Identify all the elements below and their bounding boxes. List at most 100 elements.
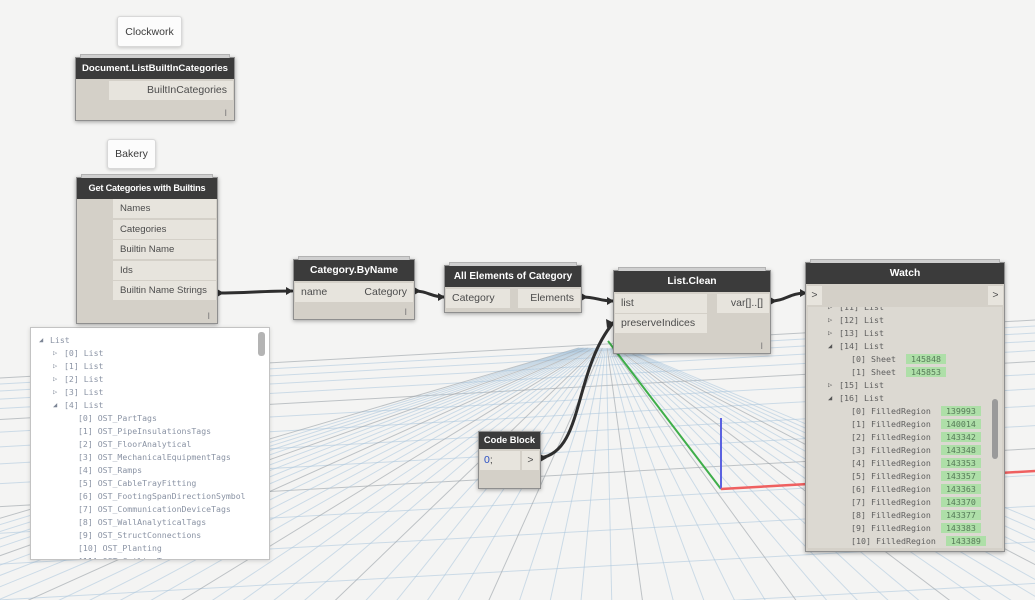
node-title[interactable]: All Elements of Category [445, 266, 581, 287]
watch-scrollbar-thumb[interactable] [992, 399, 998, 459]
list-item[interactable]: ▷[2] List [31, 373, 269, 386]
tree-collapsed-icon[interactable]: ▷ [53, 375, 58, 383]
list-item[interactable]: ▷[15] List [808, 379, 1002, 392]
list-item[interactable]: ▷[0] List [31, 347, 269, 360]
list-item[interactable]: [1] OST_PipeInsulationsTags [31, 425, 269, 438]
output-port-ids[interactable]: Ids [113, 260, 216, 280]
tree-collapsed-icon[interactable]: ▷ [53, 362, 58, 370]
node-document-listbuiltincategories[interactable]: Document.ListBuiltInCategories BuiltInCa… [75, 54, 235, 121]
list-item[interactable]: [5] OST_CableTrayFitting [31, 477, 269, 490]
list-item[interactable]: [8] OST_WallAnalyticalTags [31, 516, 269, 529]
input-port-name[interactable]: name [295, 282, 345, 302]
input-port-preserveindices[interactable]: preserveIndices [615, 314, 707, 333]
tree-expanded-icon[interactable]: ◢ [53, 401, 58, 409]
list-item[interactable]: ▷[3] List [31, 386, 269, 399]
node-code-block[interactable]: Code Block 0; > [478, 431, 541, 489]
output-port-names[interactable]: Names [113, 199, 216, 218]
tree-collapsed-icon[interactable]: ▷ [53, 388, 58, 396]
wire-elements-to-list[interactable] [579, 295, 615, 303]
preview-scrollbar-thumb[interactable] [258, 332, 265, 356]
node-title[interactable]: Code Block [479, 432, 540, 449]
node-title[interactable]: Document.ListBuiltInCategories [76, 58, 234, 79]
node-title[interactable]: Category.ByName [294, 260, 414, 281]
preview-bubble[interactable]: ◢List▷[0] List▷[1] List▷[2] List▷[3] Lis… [30, 327, 270, 560]
lacing-indicator[interactable]: I [224, 108, 227, 118]
node-watch[interactable]: Watch > > ▷[11] List▷[12] List▷[13] List… [805, 259, 1005, 552]
watch-output-port[interactable]: > [988, 285, 1003, 305]
tree-collapsed-icon[interactable]: ▷ [828, 316, 833, 324]
output-port-categories[interactable]: Categories [113, 219, 216, 239]
node-list-clean[interactable]: List.Clean list var[]..[] preserveIndice… [613, 267, 771, 354]
output-port-builtin-name[interactable]: Builtin Name [113, 240, 216, 259]
output-port-codeblock[interactable]: > [522, 450, 539, 470]
tree-collapsed-icon[interactable]: ▷ [53, 349, 58, 357]
list-item[interactable]: ◢[16] List [808, 392, 1002, 405]
lacing-indicator[interactable]: I [760, 341, 763, 351]
list-item[interactable]: [6] OST_FootingSpanDirectionSymbol [31, 490, 269, 503]
tree-collapsed-icon[interactable]: ▷ [828, 307, 833, 311]
list-item[interactable]: [10] OST_Planting [31, 542, 269, 555]
list-item[interactable]: [0] OST_PartTags [31, 412, 269, 425]
list-item[interactable]: [4] OST_Ramps [31, 464, 269, 477]
output-port-category[interactable]: Category [345, 282, 413, 302]
list-item[interactable]: [9] OST_StructConnections [31, 529, 269, 542]
list-item[interactable]: ▷ [13] List [808, 327, 1002, 340]
node-category-byname[interactable]: Category.ByName name Category I [293, 256, 415, 320]
note-bakery[interactable]: Bakery [107, 139, 156, 169]
list-item-label: [5] FilledRegion [851, 471, 931, 481]
node-all-elements-of-category[interactable]: All Elements of Category Category Elemen… [444, 262, 582, 313]
list-item[interactable]: [7] OST_CommunicationDeviceTags [31, 503, 269, 516]
list-item-label: [9] FilledRegion [851, 523, 931, 533]
list-item-label: [4] List [64, 400, 104, 410]
watch-input-port[interactable]: > [807, 285, 822, 305]
list-item[interactable]: [11] OST_CeilingTags [31, 555, 269, 559]
input-port-category[interactable]: Category [446, 288, 510, 308]
lacing-indicator[interactable]: I [207, 311, 210, 321]
wire-varlist-to-watch[interactable] [768, 291, 808, 303]
node-title[interactable]: Get Categories with Builtins [77, 178, 217, 199]
tree-expanded-icon[interactable]: ◢ [39, 336, 44, 344]
wire-category-to-category[interactable] [412, 289, 446, 299]
node-title[interactable]: Watch [806, 263, 1004, 284]
list-item[interactable]: ◢[14] List [808, 340, 1002, 353]
output-port-elements[interactable]: Elements [518, 288, 580, 308]
output-port-builtin-name-strings[interactable]: Builtin Name Strings [113, 281, 216, 300]
tree-expanded-icon[interactable]: ◢ [828, 394, 833, 402]
list-item[interactable]: ▷[1] List [31, 360, 269, 373]
input-port-list[interactable]: list [615, 293, 707, 313]
code-block-input[interactable]: 0; [480, 450, 520, 470]
tree-collapsed-icon[interactable]: ▷ [828, 329, 833, 337]
note-clockwork[interactable]: Clockwork [117, 16, 182, 47]
tree-expanded-icon[interactable]: ◢ [828, 342, 833, 350]
list-item[interactable]: ▷[11] List [808, 307, 1002, 314]
list-item[interactable]: ▷[12] List [808, 314, 1002, 327]
list-item[interactable]: ◢List [31, 334, 269, 347]
output-port-builtincategories[interactable]: BuiltInCategories [109, 80, 233, 100]
wire-builtinnamestrings-to-name[interactable] [215, 289, 294, 295]
node-title[interactable]: List.Clean [614, 271, 770, 292]
list-item[interactable]: ◢ [4] List [31, 399, 269, 412]
watch-list-view[interactable]: ▷[11] List▷[12] List▷[13] List◢[14] List… [808, 307, 1002, 548]
tree-collapsed-icon[interactable]: ▷ [828, 381, 833, 389]
list-item-label: [13] List [839, 328, 884, 338]
wire-codeblock-to-preserveindices[interactable] [538, 321, 615, 460]
output-port-var[interactable]: var[]..[] [717, 293, 769, 313]
lacing-indicator[interactable]: I [404, 307, 407, 317]
list-item[interactable]: [2] OST_FloorAnalytical [31, 438, 269, 451]
list-item[interactable]: [3] OST_MechanicalEquipmentTags [31, 451, 269, 464]
